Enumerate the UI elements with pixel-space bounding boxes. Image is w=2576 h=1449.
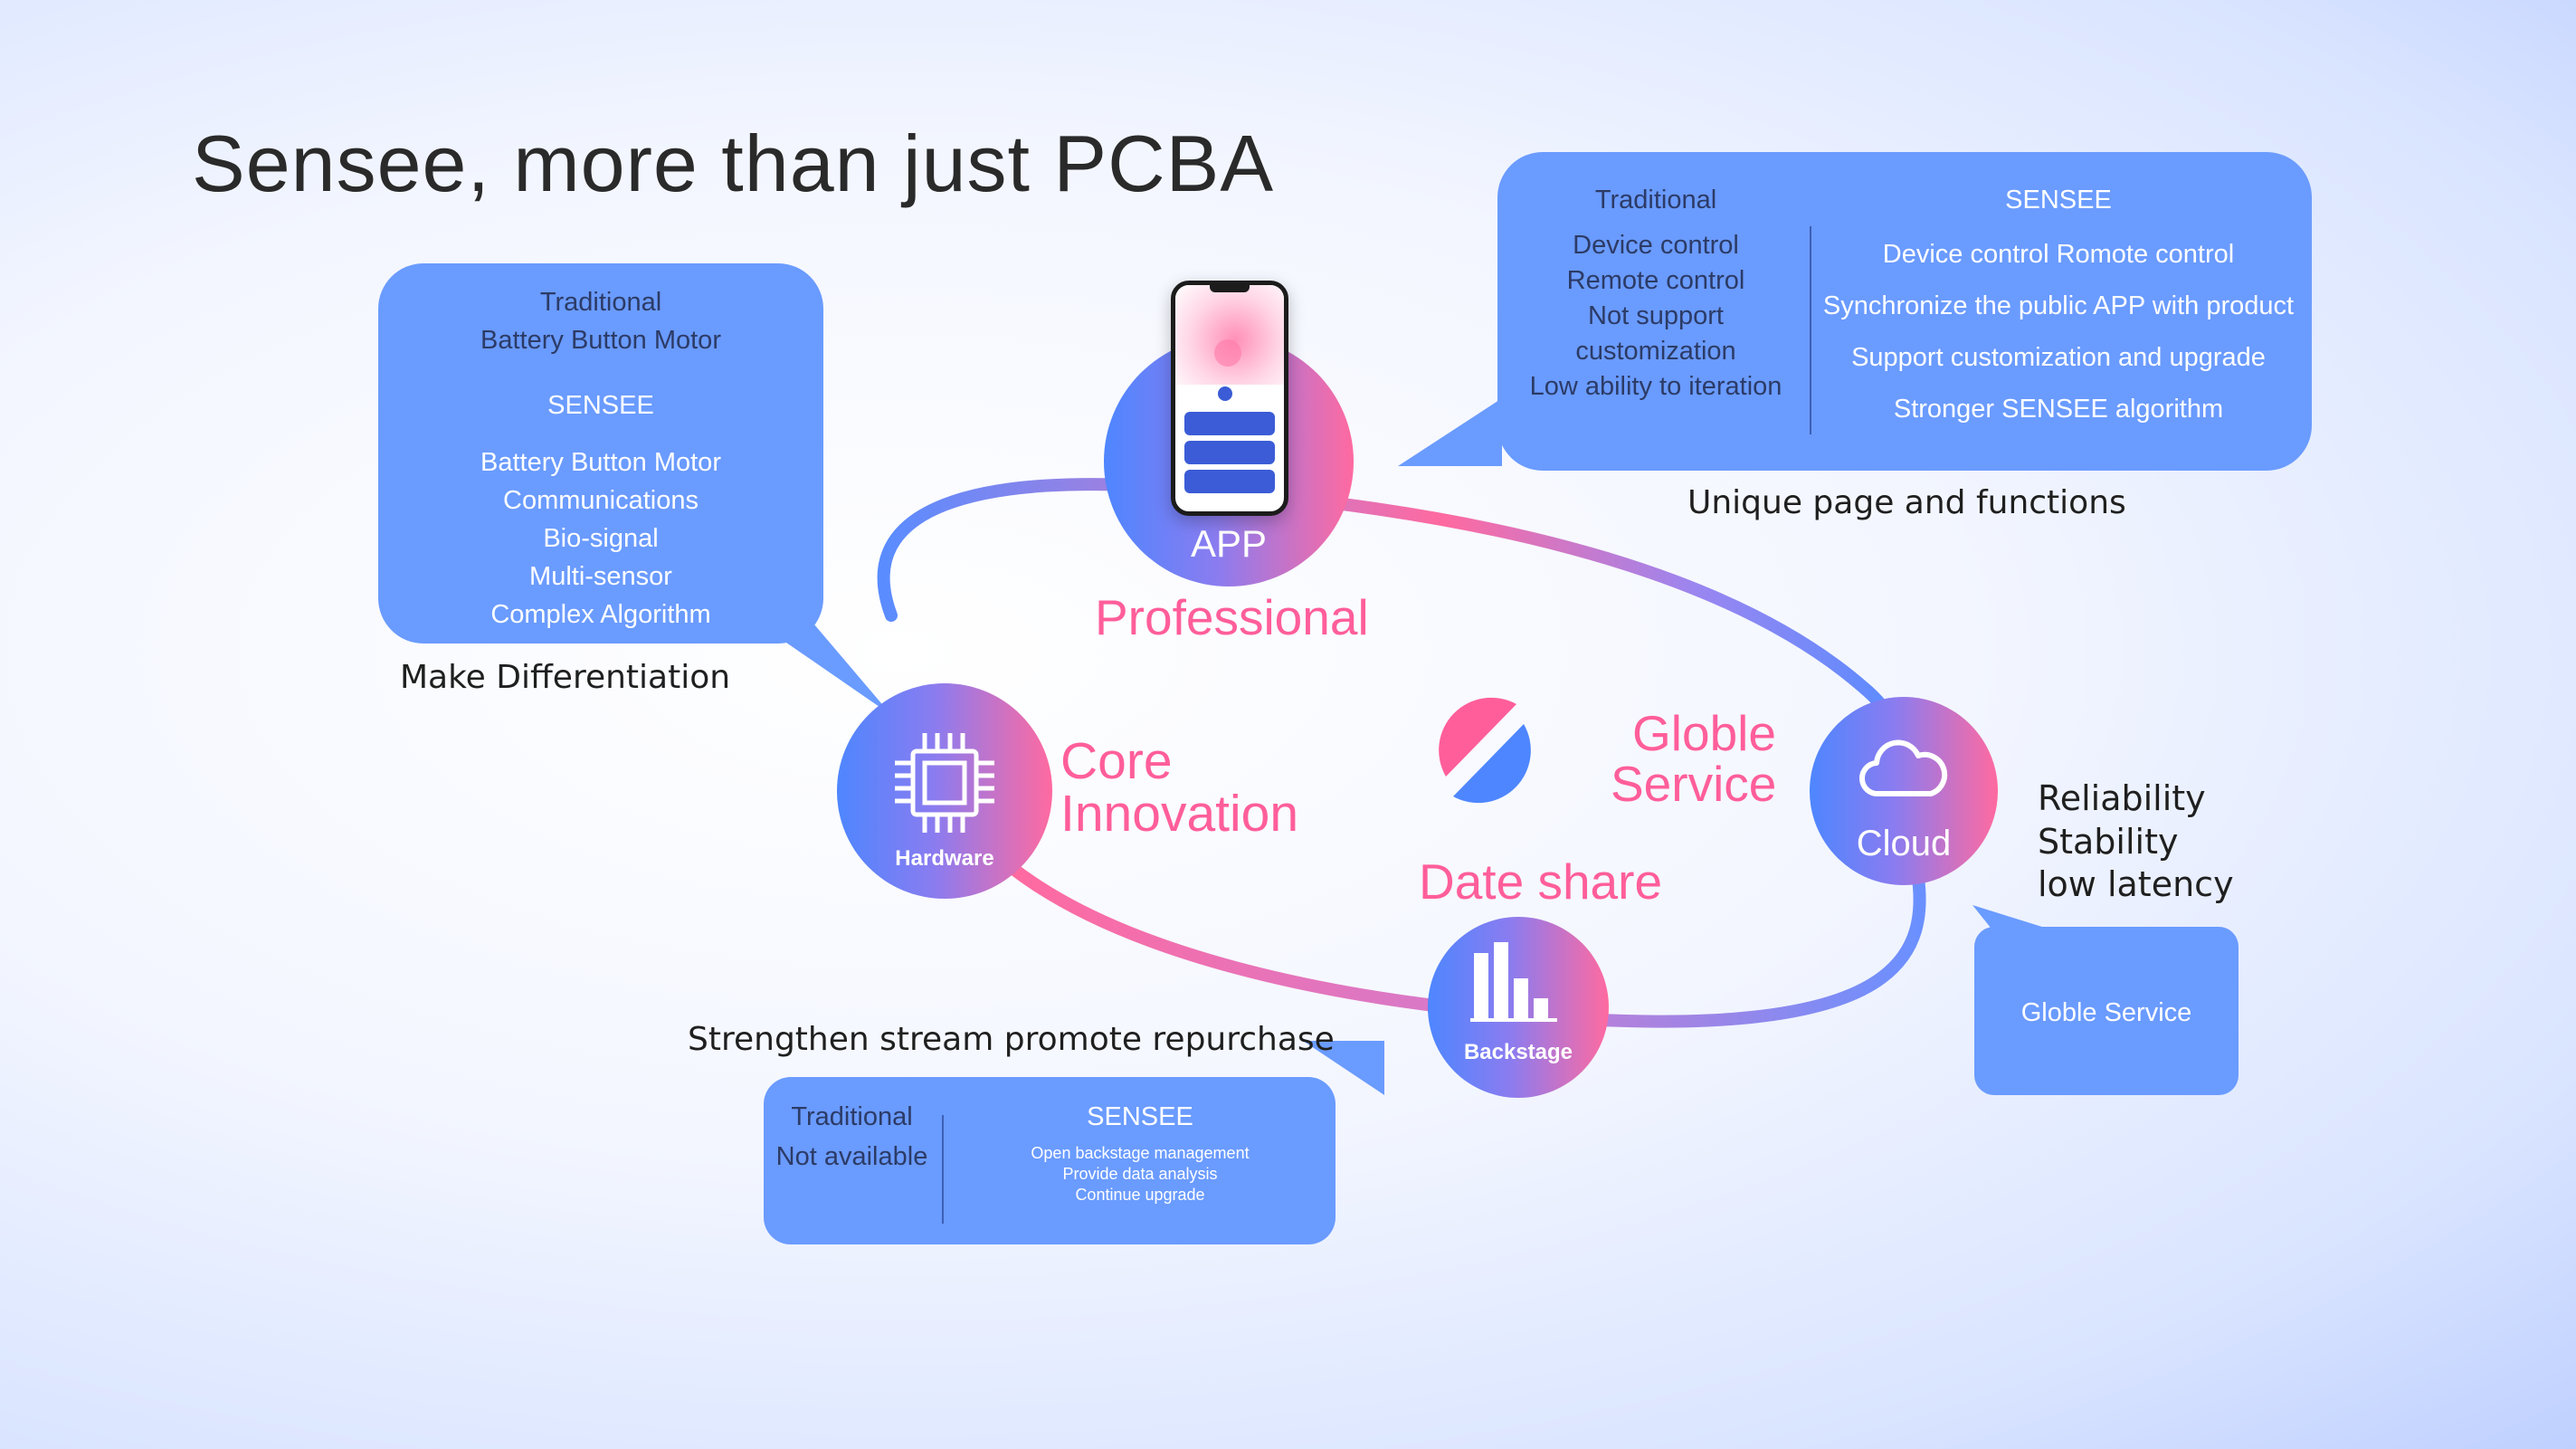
left-info-bubble [378, 263, 823, 643]
bottom-bubble-divider [942, 1115, 944, 1224]
cloud-icon [1859, 739, 1948, 797]
top-traditional-item: Remote control [1566, 266, 1745, 295]
hardware-node[interactable]: Hardware [837, 683, 1052, 899]
bottom-caption: Strengthen stream promote repurchase [688, 1021, 1335, 1058]
top-traditional-item: Not support [1588, 301, 1724, 330]
left-traditional-heading: Traditional [539, 288, 662, 317]
top-traditional-item: customization [1575, 337, 1736, 366]
bottom-sensee-item: Continue upgrade [1075, 1186, 1205, 1204]
right-caption-line: Reliability [2038, 778, 2206, 818]
left-sensee-item: Multi-sensor [529, 562, 672, 591]
left-caption: Make Differentiation [400, 659, 731, 696]
right-bubble-text: Globle Service [2020, 998, 2192, 1027]
bottom-info-bubble [764, 1077, 1336, 1244]
right-caption-line: low latency [2038, 864, 2234, 904]
cloud-node-label: Cloud [1856, 824, 1952, 863]
left-sensee-item: Battery Button Motor [480, 448, 721, 477]
top-bubble-divider [1810, 226, 1811, 434]
date-share-logo-icon [1439, 697, 1531, 804]
top-info-bubble [1497, 152, 2312, 471]
professional-label: Professional [1095, 589, 1369, 645]
cloud-node[interactable]: Cloud [1810, 697, 1998, 885]
right-caption-line: Stability [2038, 822, 2179, 862]
top-caption: Unique page and functions [1687, 484, 2126, 521]
bottom-sensee-item: Provide data analysis [1062, 1165, 1218, 1183]
bottom-sensee-heading: SENSEE [1087, 1102, 1193, 1131]
right-info-bubble [1974, 927, 2239, 1095]
top-sensee-item: Synchronize the public APP with product [1822, 291, 2295, 320]
bottom-traditional-items: Not available [775, 1142, 928, 1171]
top-traditional-item: Device control [1573, 231, 1739, 260]
top-sensee-item: Device control Romote control [1882, 240, 2235, 269]
left-sensee-item: Complex Algorithm [490, 600, 711, 629]
right-bubble-pointer [1972, 905, 2045, 928]
backstage-node-label: Backstage [1463, 1040, 1573, 1064]
top-sensee-item: Support customization and upgrade [1851, 343, 2266, 372]
app-node-label: APP [1190, 522, 1268, 565]
left-traditional-items: Battery Button Motor [480, 326, 721, 355]
date-share-label: Date share [1419, 853, 1663, 910]
left-sensee-heading: SENSEE [547, 391, 654, 420]
left-bubble-pointer [760, 624, 891, 715]
page-title: Sensee, more than just PCBA [192, 119, 1275, 208]
top-traditional-item: Low ability to iteration [1529, 372, 1782, 401]
bottom-traditional-heading: Traditional [791, 1102, 913, 1131]
top-sensee-heading: SENSEE [2005, 186, 2112, 214]
top-bubble-pointer [1398, 398, 1502, 466]
phone-mockup-icon [1171, 281, 1288, 516]
top-traditional-heading: Traditional [1594, 186, 1717, 214]
top-sensee-item: Stronger SENSEE algorithm [1893, 395, 2224, 424]
left-sensee-item: Bio-signal [543, 524, 659, 553]
backstage-node[interactable]: Backstage [1428, 917, 1609, 1098]
globle-label-line2: Service [1611, 756, 1777, 812]
core-label-line2: Innovation [1060, 785, 1299, 843]
bottom-bubble-pointer [1303, 1041, 1384, 1095]
hardware-node-label: Hardware [895, 846, 994, 871]
bar-chart-icon [1470, 942, 1557, 1022]
ring-upper-arc [877, 478, 1906, 767]
bottom-sensee-item: Open backstage management [1031, 1144, 1250, 1162]
left-sensee-item: Communications [503, 486, 699, 515]
core-label-line1: Core [1060, 732, 1173, 790]
chip-icon [895, 733, 994, 833]
globle-label-line1: Globle [1632, 705, 1776, 761]
